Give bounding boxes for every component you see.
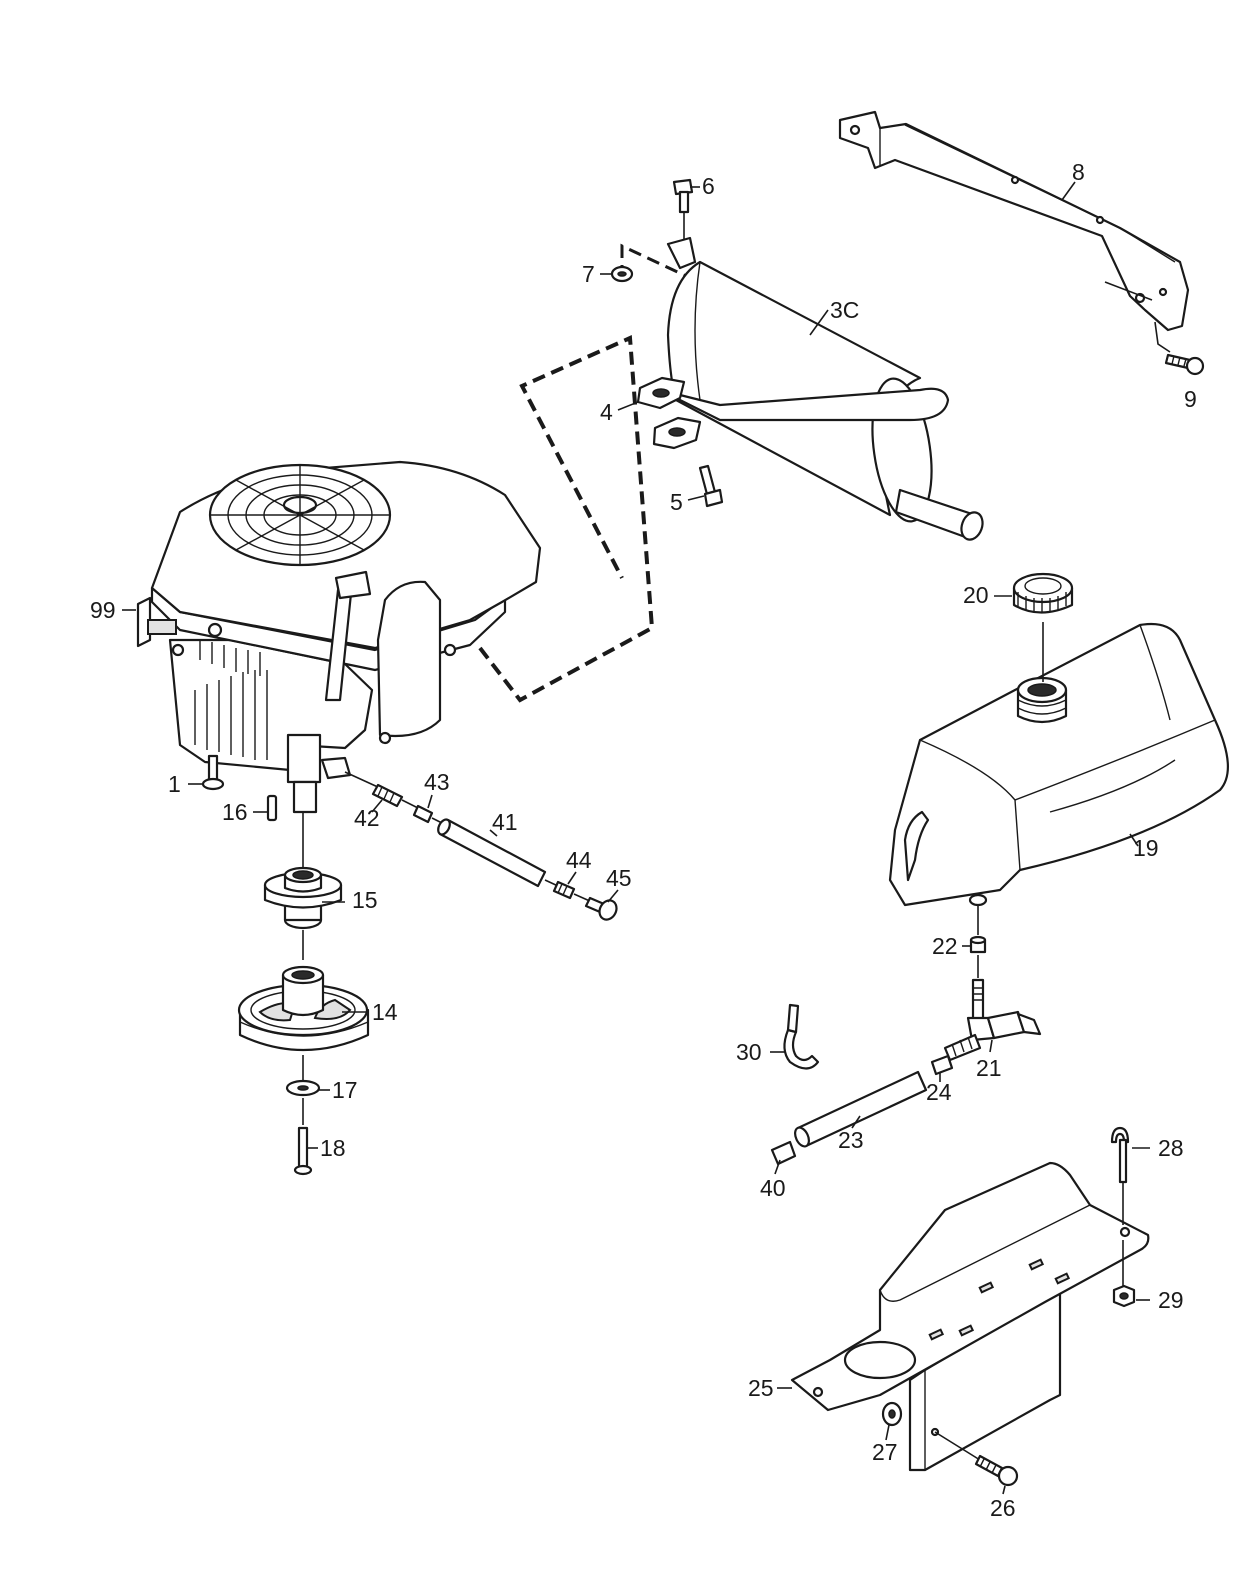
callout-8: 8 <box>1072 159 1085 185</box>
part-16-key <box>266 794 278 822</box>
part-9-bolt <box>1154 321 1205 376</box>
callout-15: 15 <box>352 887 378 913</box>
part-8-bracket <box>838 110 1190 332</box>
callout-9: 9 <box>1184 386 1197 412</box>
callout-43: 43 <box>424 769 450 795</box>
callout-19: 19 <box>1133 835 1159 861</box>
part-7-nut <box>610 265 634 283</box>
part-19-fuel-tank <box>888 622 1229 907</box>
callout-14: 14 <box>372 999 398 1025</box>
part-3c-muffler <box>658 236 984 541</box>
part-24-clamp <box>930 1054 954 1076</box>
part-44-clamp <box>552 880 576 900</box>
callout-30: 30 <box>736 1039 762 1065</box>
callout-41: 41 <box>492 809 518 835</box>
cylinder-fins <box>194 670 268 760</box>
callout-7: 7 <box>582 261 595 287</box>
callout-17: 17 <box>332 1077 358 1103</box>
callout-labels: 1 3C 4 5 6 7 8 9 14 15 16 17 18 19 20 21… <box>90 159 1197 1521</box>
part-29-nut <box>1112 1240 1136 1308</box>
callout-42: 42 <box>354 805 380 831</box>
callout-99: 99 <box>90 597 116 623</box>
callout-25: 25 <box>748 1375 774 1401</box>
callout-20: 20 <box>963 582 989 608</box>
leader-lines <box>122 181 1150 1495</box>
callout-23: 23 <box>838 1127 864 1153</box>
recoil-screen <box>208 463 392 567</box>
callout-27: 27 <box>872 1439 898 1465</box>
part-20-fuel-cap <box>1012 572 1074 682</box>
callout-4: 4 <box>600 399 613 425</box>
part-17-washer <box>285 1079 321 1097</box>
part-23-hose <box>794 1070 928 1148</box>
callout-22: 22 <box>932 933 958 959</box>
part-45-plug <box>584 896 618 921</box>
engine <box>136 460 542 814</box>
head-fins <box>199 640 261 676</box>
callout-45: 45 <box>606 865 632 891</box>
part-41-hose <box>437 818 547 888</box>
callout-1: 1 <box>168 771 181 797</box>
part-40-clamp <box>770 1140 797 1166</box>
heat-shield-slots <box>928 1258 1071 1341</box>
part-26-bolt <box>934 1431 1019 1487</box>
callout-40: 40 <box>760 1175 786 1201</box>
part-21-shutoff-valve <box>943 978 1042 1062</box>
part-43-clamp <box>412 804 434 824</box>
part-4-gaskets <box>636 376 702 450</box>
part-5-bolt <box>698 464 724 508</box>
part-30-cable-tie <box>783 1003 820 1070</box>
fuel-fitting-line <box>344 771 618 921</box>
callout-26: 26 <box>990 1495 1016 1521</box>
callout-28: 28 <box>1158 1135 1184 1161</box>
part-14-pulley <box>237 965 370 1052</box>
part-25-heat-shield <box>790 1161 1150 1472</box>
callout-21: 21 <box>976 1055 1002 1081</box>
callout-5: 5 <box>670 489 683 515</box>
callout-44: 44 <box>566 847 592 873</box>
callout-29: 29 <box>1158 1287 1184 1313</box>
dashed-assembly-links <box>478 243 687 703</box>
part-15-pulley <box>263 866 343 930</box>
part-22-grommet <box>969 935 987 954</box>
part-42-fitting <box>371 783 404 808</box>
part-27-washer <box>881 1401 903 1427</box>
callout-6: 6 <box>702 173 715 199</box>
part-28-hook-bolt <box>1110 1126 1130 1225</box>
callout-16: 16 <box>222 799 248 825</box>
fuel-valve-assembly <box>770 905 1042 1166</box>
part-1-bolt <box>201 754 225 791</box>
callout-24: 24 <box>926 1079 952 1105</box>
part-6-bolt <box>672 178 694 240</box>
callout-3c: 3C <box>830 297 859 323</box>
part-18-bolt <box>293 1126 313 1176</box>
callout-18: 18 <box>320 1135 346 1161</box>
